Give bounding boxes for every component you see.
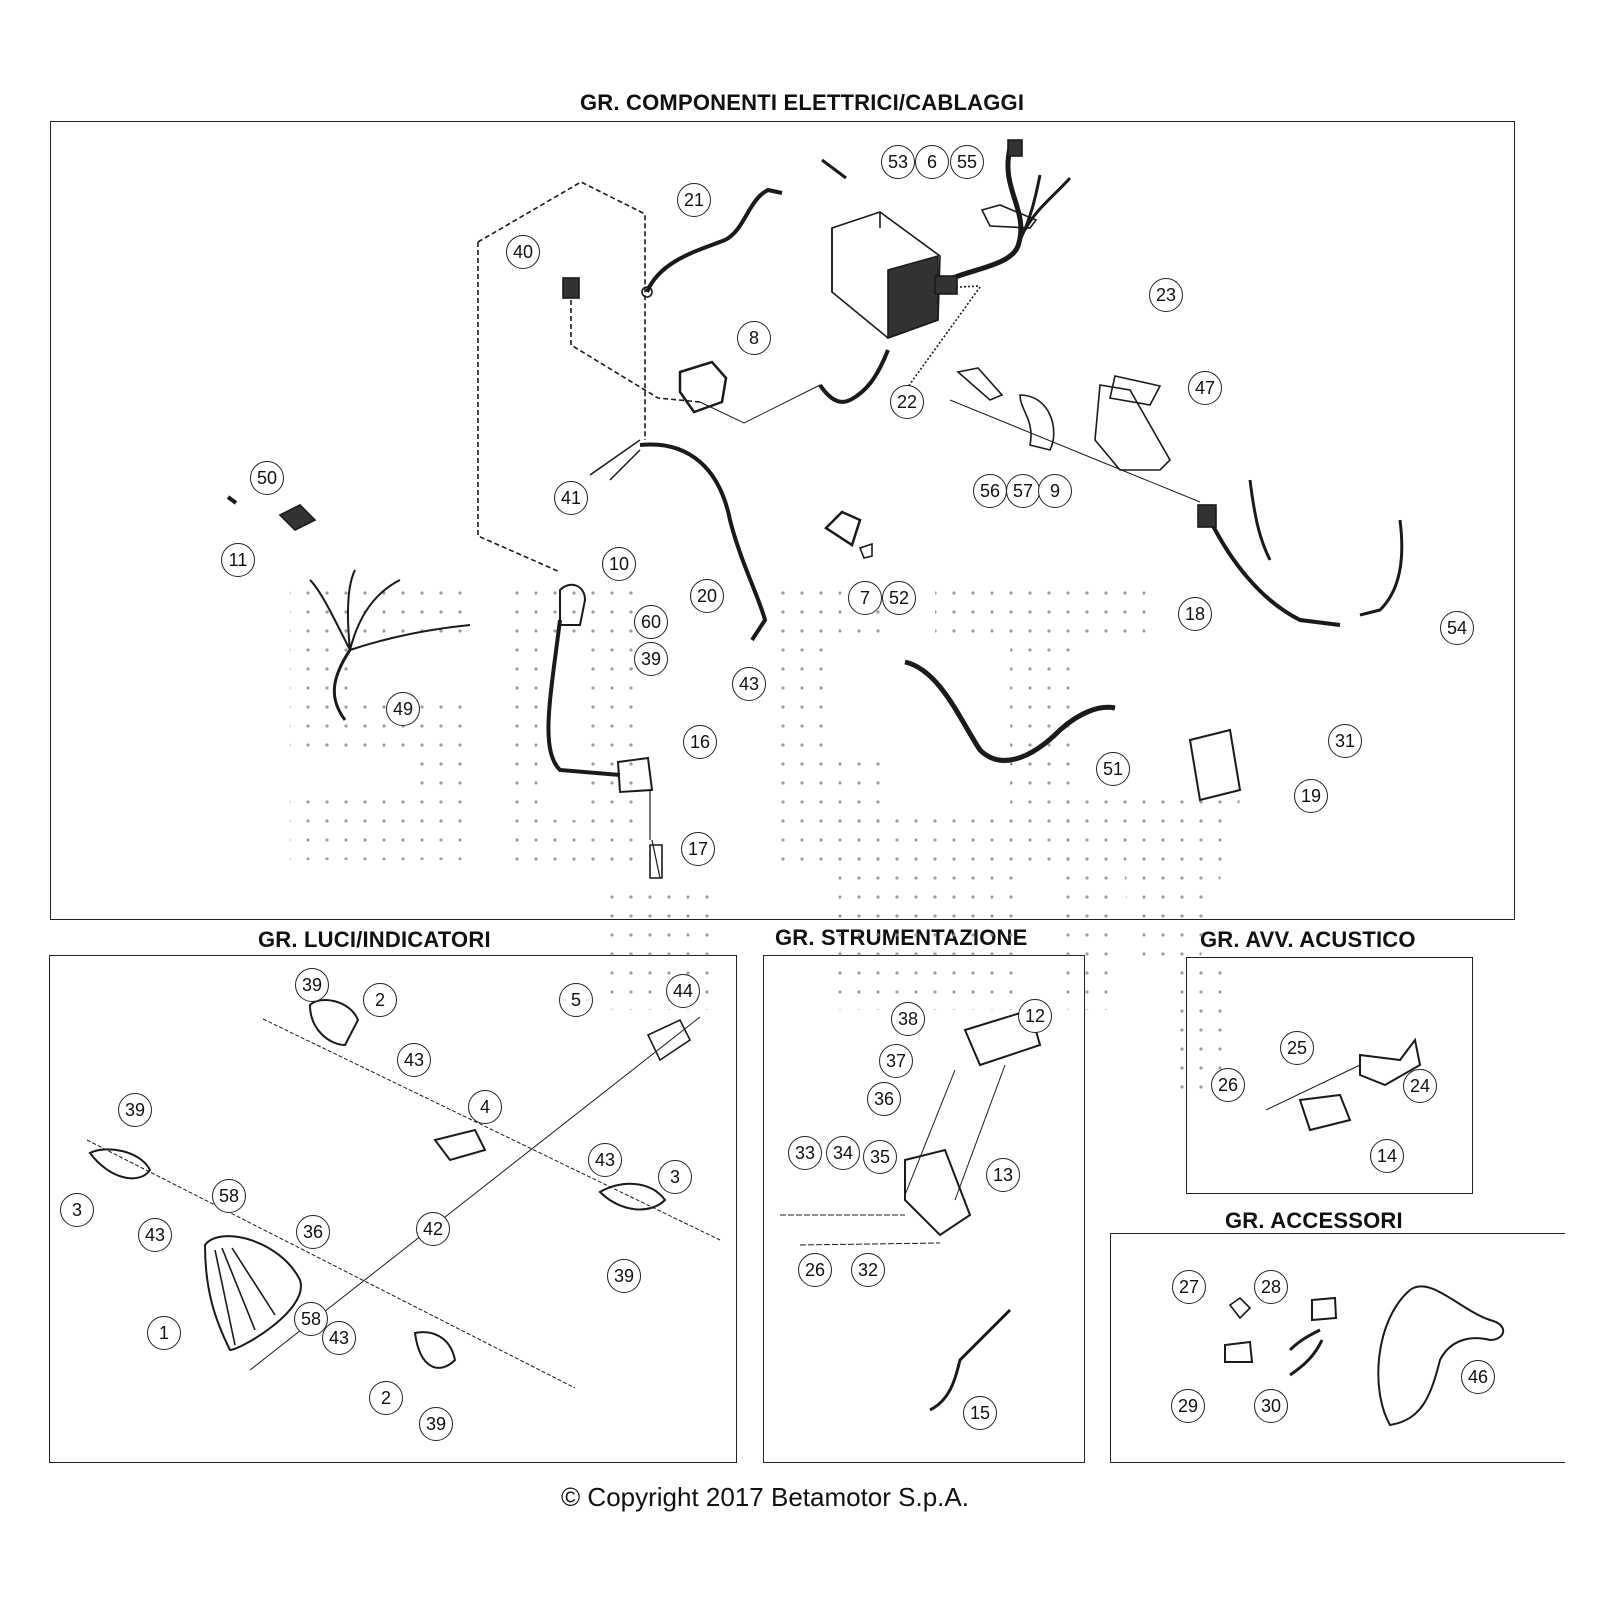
callout-electrical-51[interactable]: 51 [1096,752,1130,786]
callout-electrical-21[interactable]: 21 [677,183,711,217]
callout-instruments-32[interactable]: 32 [851,1253,885,1287]
callout-accessories-28[interactable]: 28 [1254,1270,1288,1304]
callout-electrical-10[interactable]: 10 [602,547,636,581]
callout-lights-5[interactable]: 5 [559,983,593,1017]
callout-instruments-13[interactable]: 13 [986,1158,1020,1192]
callout-electrical-17[interactable]: 17 [681,832,715,866]
callout-horn-24[interactable]: 24 [1403,1069,1437,1103]
callout-lights-58-top[interactable]: 58 [212,1179,246,1213]
callout-lights-43-right[interactable]: 43 [588,1143,622,1177]
callout-lights-43-top[interactable]: 43 [397,1043,431,1077]
callout-instruments-38[interactable]: 38 [891,1002,925,1036]
callout-lights-43-left[interactable]: 43 [138,1218,172,1252]
section-title-electrical: GR. COMPONENTI ELETTRICI/CABLAGGI [580,90,1025,115]
dash-frame-battery [896,285,981,403]
callout-electrical-19[interactable]: 19 [1294,779,1328,813]
panel-electrical [50,121,1515,920]
callout-electrical-8[interactable]: 8 [737,321,771,355]
callout-accessories-29[interactable]: 29 [1171,1389,1205,1423]
callout-accessories-27[interactable]: 27 [1172,1270,1206,1304]
callout-electrical-39[interactable]: 39 [634,642,668,676]
copyright-text: © Copyright 2017 Betamotor S.p.A. [561,1482,969,1512]
callout-electrical-54[interactable]: 54 [1440,611,1474,645]
callout-lights-2-top[interactable]: 2 [363,983,397,1017]
callout-accessories-46[interactable]: 46 [1461,1360,1495,1394]
callout-electrical-7[interactable]: 7 [848,581,882,615]
callout-lights-58-bottom[interactable]: 58 [294,1302,328,1336]
callout-electrical-50[interactable]: 50 [250,461,284,495]
callout-lights-39-right[interactable]: 39 [607,1259,641,1293]
callout-electrical-16[interactable]: 16 [683,725,717,759]
callout-electrical-22[interactable]: 22 [890,385,924,419]
callout-lights-2-bottom[interactable]: 2 [369,1381,403,1415]
callout-electrical-31[interactable]: 31 [1328,724,1362,758]
callout-electrical-9[interactable]: 9 [1038,474,1072,508]
callout-lights-44[interactable]: 44 [666,974,700,1008]
callout-lights-43-bottom[interactable]: 43 [322,1321,356,1355]
callout-lights-42[interactable]: 42 [416,1212,450,1246]
section-title-horn: GR. AVV. ACUSTICO [1200,927,1416,952]
callout-electrical-40[interactable]: 40 [506,235,540,269]
callout-electrical-55[interactable]: 55 [950,145,984,179]
panel-lights [49,955,737,1463]
callout-electrical-57[interactable]: 57 [1006,474,1040,508]
callout-instruments-37[interactable]: 37 [879,1044,913,1078]
section-title-accessories: GR. ACCESSORI [1225,1208,1403,1233]
callout-horn-25[interactable]: 25 [1280,1031,1314,1065]
callout-electrical-6[interactable]: 6 [915,145,949,179]
callout-electrical-20[interactable]: 20 [690,579,724,613]
callout-lights-36[interactable]: 36 [296,1215,330,1249]
callout-electrical-56[interactable]: 56 [973,474,1007,508]
callout-electrical-49[interactable]: 49 [386,692,420,726]
callout-electrical-60[interactable]: 60 [634,605,668,639]
callout-horn-14[interactable]: 14 [1370,1139,1404,1173]
panel-accessories [1110,1233,1565,1463]
dash-line-relay-battery [699,384,821,424]
callout-lights-39-left[interactable]: 39 [118,1093,152,1127]
callout-instruments-36[interactable]: 36 [867,1082,901,1116]
callout-lights-3-left[interactable]: 3 [60,1193,94,1227]
callout-lights-39-top[interactable]: 39 [295,968,329,1002]
callout-electrical-53[interactable]: 53 [881,145,915,179]
callout-electrical-41[interactable]: 41 [554,481,588,515]
callout-electrical-23[interactable]: 23 [1149,278,1183,312]
callout-lights-3-right[interactable]: 3 [658,1160,692,1194]
callout-lights-4[interactable]: 4 [468,1090,502,1124]
callout-instruments-15[interactable]: 15 [963,1396,997,1430]
callout-lights-1[interactable]: 1 [147,1316,181,1350]
callout-instruments-12[interactable]: 12 [1018,999,1052,1033]
dash-frame-left [477,181,646,440]
callout-electrical-47[interactable]: 47 [1188,371,1222,405]
callout-electrical-52[interactable]: 52 [882,581,916,615]
callout-instruments-33[interactable]: 33 [788,1136,822,1170]
dash-frame-left-down [477,242,561,573]
callout-instruments-34[interactable]: 34 [826,1136,860,1170]
battery-drawing [831,211,941,340]
callout-electrical-11[interactable]: 11 [221,543,255,577]
callout-instruments-26[interactable]: 26 [798,1253,832,1287]
callout-lights-39-bottom[interactable]: 39 [419,1407,453,1441]
callout-electrical-43[interactable]: 43 [732,667,766,701]
section-title-lights: GR. LUCI/INDICATORI [258,927,491,952]
callout-electrical-18[interactable]: 18 [1178,597,1212,631]
callout-horn-26[interactable]: 26 [1211,1068,1245,1102]
callout-instruments-35[interactable]: 35 [863,1140,897,1174]
callout-accessories-30[interactable]: 30 [1254,1389,1288,1423]
